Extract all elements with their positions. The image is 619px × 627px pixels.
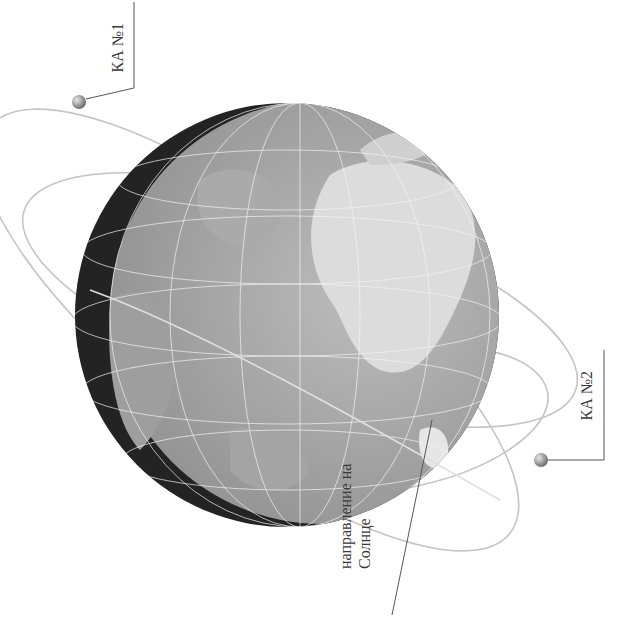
satellite-2 [534,453,548,467]
globe [72,100,534,530]
orbit-lines [0,40,605,620]
callout-label: КА №1 [108,12,127,72]
callout-label: КА №2 [577,360,596,420]
leader-lines [86,2,604,615]
orbit-front [90,290,500,500]
callout-label: направление на Солнце [336,461,374,569]
satellite-1 [72,95,86,109]
